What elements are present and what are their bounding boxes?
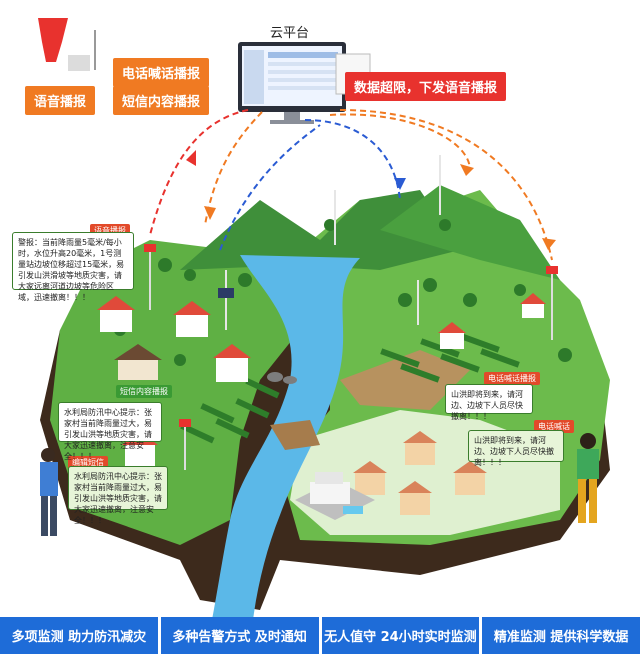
landslide-right — [340, 350, 470, 410]
feature-1: 多项监测 助力防汛减灾 — [11, 630, 147, 645]
tag-over-limit: 数据超限，下发语音播报 — [345, 72, 507, 101]
house — [398, 481, 432, 515]
house — [213, 344, 251, 382]
feature-4: 精准监测 提供科学数据 — [479, 617, 640, 654]
villa — [295, 472, 375, 520]
mountain-right — [380, 185, 560, 280]
mini-tag-sms-content: 短信内容播报 — [116, 385, 172, 398]
rocks — [267, 372, 297, 384]
phone-bubble-1: 山洪即将到来，请河边、边坡下人员尽快撤离！！！ — [445, 384, 533, 421]
warning-bubble: 警报：当前降雨量5毫米/每小时，水位升高20毫米，1号测量站边坡位移超过15毫米… — [12, 232, 134, 302]
house — [114, 344, 162, 380]
person-left — [40, 448, 58, 536]
siren-device — [38, 18, 96, 71]
mini-tag-phone-2: 电话喊话播报 — [484, 372, 540, 385]
river — [205, 255, 360, 654]
sms-bubble-2: 水利局防汛中心提示：张家村当前降雨量过大，易引发山洪等地质灾害，请大家迅速撤离，… — [68, 466, 168, 525]
mini-tag-phone: 电话喊话 — [534, 420, 574, 433]
cloud-monitor — [238, 42, 371, 124]
weather-station — [225, 155, 441, 330]
bottom-feature-bar: 多项监测 助力防汛减灾 多种告警方式 及时通知 无人值守 24小时实时监测 精准… — [0, 617, 640, 654]
sms-bubble-1: 水利局防汛中心提示：张家村当前降雨量过大，易引发山洪等地质灾害，请大家迅速撤离，… — [58, 402, 162, 461]
siren-pole — [149, 250, 553, 470]
cloud-platform-label: 云平台 — [270, 26, 310, 41]
tag-phone-call: 电话喊话播报 — [113, 58, 210, 87]
house — [403, 431, 437, 465]
crop-rows-left — [180, 378, 280, 444]
house — [520, 293, 546, 318]
mountain-left — [180, 190, 460, 270]
mini-tag-sms: 编辑短信 — [68, 456, 108, 469]
house — [173, 301, 211, 337]
house — [97, 296, 135, 332]
solar-panel — [218, 288, 234, 298]
siren-icon — [144, 244, 558, 427]
tag-sms: 短信内容播报 — [113, 86, 210, 115]
house — [453, 461, 487, 495]
phone-bubble-2: 山洪即将到来，请河边、边坡下人员尽快撤离！！！ — [468, 430, 564, 467]
house — [438, 322, 466, 349]
feature-3: 无人值守 24小时实时监测 — [318, 617, 480, 654]
person-right — [577, 433, 599, 523]
crop-rows-right — [380, 333, 520, 383]
feature-2: 多种告警方式 及时通知 — [157, 617, 319, 654]
arrow-heads — [186, 150, 556, 250]
landslide-left — [270, 420, 320, 450]
tag-voice: 语音播报 — [25, 86, 96, 115]
house — [353, 461, 387, 495]
